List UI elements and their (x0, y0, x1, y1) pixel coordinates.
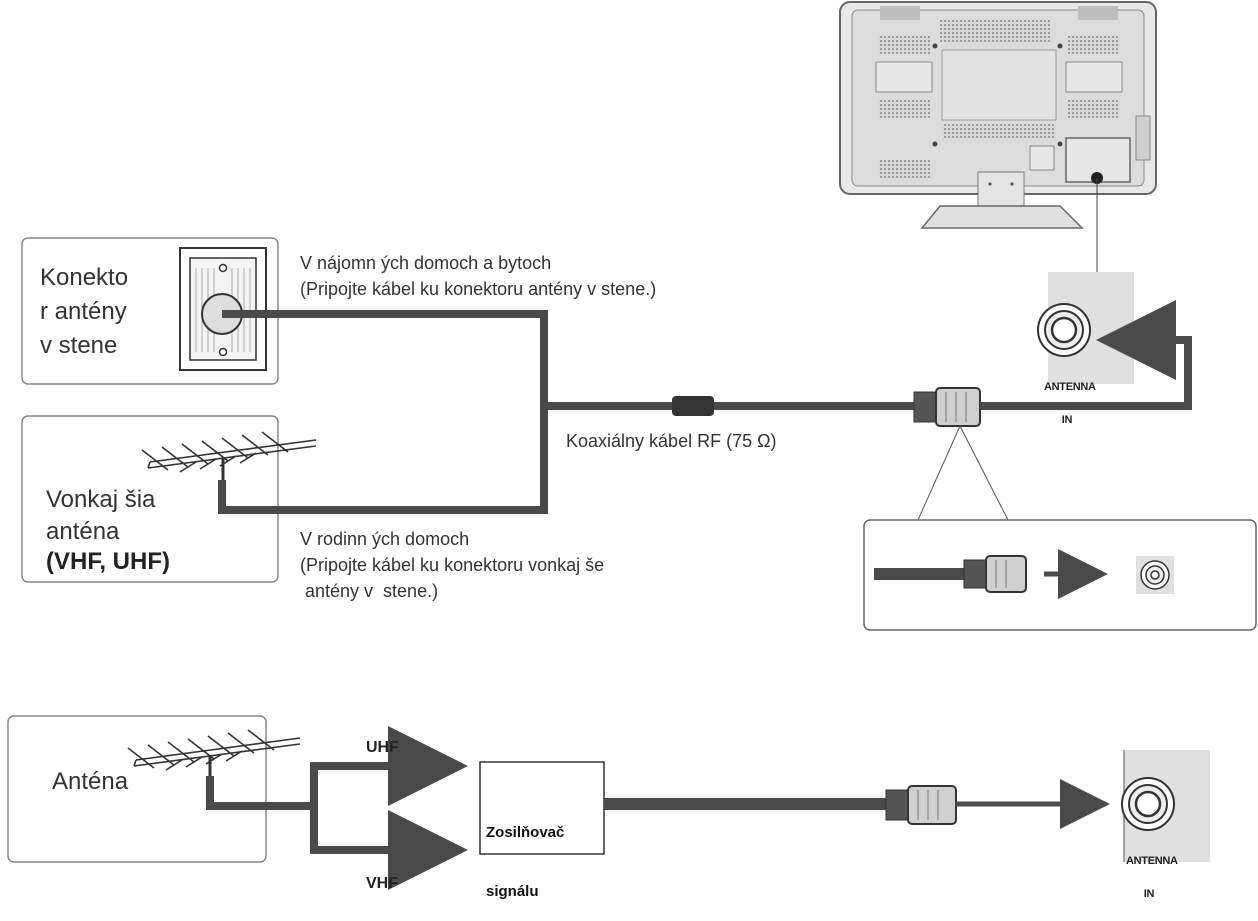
bottom-antenna-icon (127, 729, 301, 782)
coax-cable-label: Koaxiálny kábel RF (75 Ω) (566, 431, 777, 451)
cable-ferrite-core (672, 396, 714, 416)
house-note-title: V rodinn ých domoch (300, 529, 470, 549)
outdoor-antenna-bands: (VHF, UHF) (46, 548, 170, 575)
coax-cable-top (218, 310, 918, 514)
amplifier-label: Zosilňovač signálu (486, 784, 564, 921)
outdoor-antenna-icon (141, 431, 317, 488)
wall-socket-icon (179, 247, 267, 371)
rf-plug-top (913, 387, 981, 427)
callout-line (917, 425, 961, 521)
house-note-detail-1: (Pripojte kábel ku konektoru vonkaj še (300, 555, 605, 575)
outdoor-antenna-label-line1: Vonkaj šia (46, 486, 156, 513)
callout-line (959, 425, 1009, 521)
apartment-note-detail: (Pripojte kábel ku konektoru antény v st… (300, 279, 657, 299)
bottom-antenna-in-panel (1121, 750, 1210, 862)
bottom-antenna-label: Anténa (52, 768, 129, 795)
uhf-label: UHF (366, 739, 399, 756)
house-note-detail-2: antény v stene.) (300, 581, 439, 601)
tv-rear-illustration (839, 1, 1157, 272)
connection-diagram (7, 1, 1257, 890)
antenna-in-label-line1: ANTENNA (1044, 381, 1096, 393)
plug-detail-illustration (874, 549, 1174, 599)
amplifier-label-line2: signálu (486, 882, 539, 900)
bottom-antenna-box (7, 715, 267, 863)
wall-outlet-label-line2: r antény (40, 298, 127, 325)
vhf-label: VHF (366, 875, 398, 892)
wall-outlet-label-line1: Konekto (40, 264, 129, 291)
signal-amplifier-box (479, 761, 605, 855)
bottom-antenna-in-label-line2: IN (1143, 888, 1155, 900)
apartment-note-title: V nájomn ých domoch a bytoch (300, 253, 552, 273)
bottom-antenna-in-label-line1: ANTENNA (1126, 855, 1178, 867)
outdoor-antenna-label-line2: anténa (46, 518, 120, 545)
tv-connection-arrow (980, 300, 1192, 410)
rf-plug-bottom (885, 785, 957, 825)
antenna-in-label-line2: IN (1061, 414, 1073, 426)
antenna-in-label: ANTENNA IN (1044, 360, 1096, 437)
amplifier-label-line1: Zosilňovač (486, 824, 565, 841)
wall-outlet-label-line3: v stene (40, 332, 118, 359)
bottom-antenna-in-label: ANTENNA IN (1126, 834, 1178, 911)
outdoor-antenna-box (21, 415, 279, 583)
